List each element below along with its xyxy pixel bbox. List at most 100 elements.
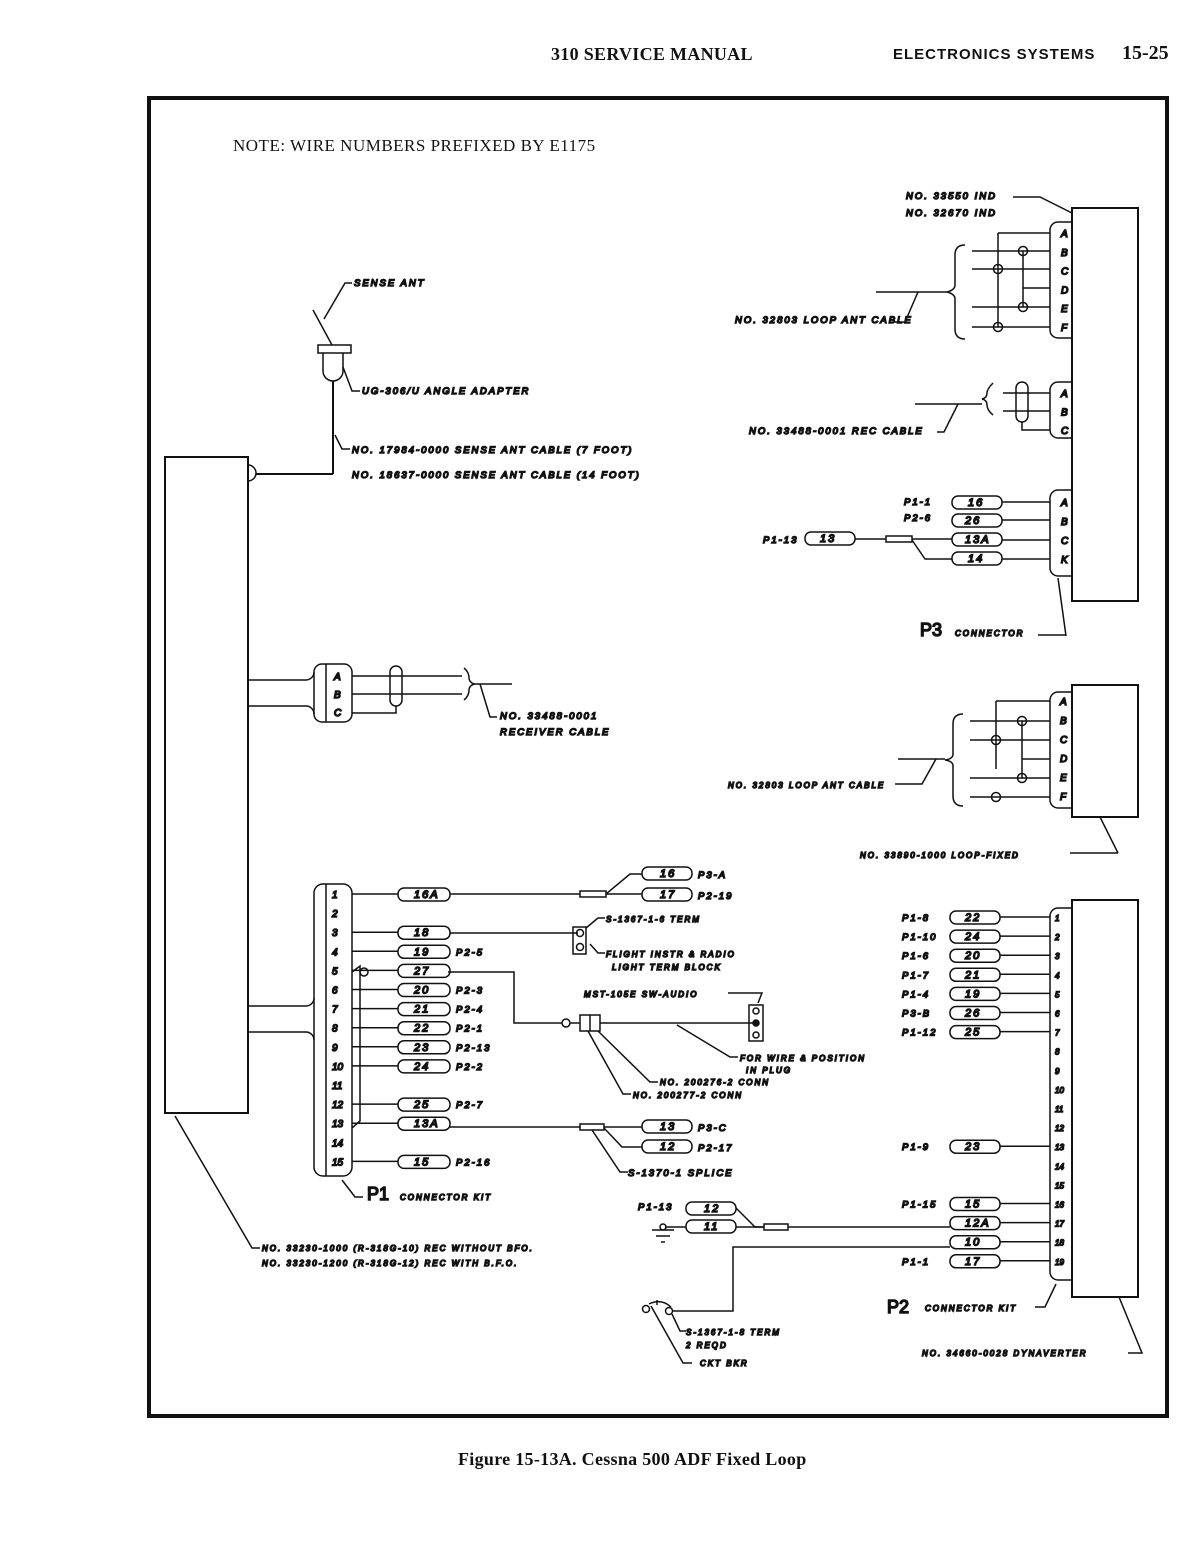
dynaverter-leader [1118, 1296, 1144, 1354]
p2-pin-8: 8 [1055, 1048, 1060, 1057]
p2-wire-from: P1-8 [902, 913, 930, 924]
p2-wire-from: P1-10 [902, 932, 937, 943]
p2-pin-2: 2 [1054, 933, 1060, 942]
p1-wire-dest: P2-16 [456, 1157, 491, 1168]
receiver-conn-pin-b: B [334, 690, 341, 701]
indicator-label-1: NO. 33550 IND [906, 191, 997, 202]
p1-pin-4: 4 [332, 947, 338, 958]
p3-wire-num-k: 14 [968, 553, 984, 565]
indicator-rec-pin-b: B [1061, 408, 1068, 419]
p1-wire-dest: P2-1 [456, 1024, 484, 1035]
p1-wire-tag [397, 1001, 451, 1017]
p1-wire-num: 16A [414, 889, 440, 901]
p2-pin-6: 6 [1055, 1010, 1060, 1019]
p2-pin-10: 10 [1055, 1086, 1064, 1095]
loop-fixed-pin-f: F [1060, 792, 1067, 803]
p2-wire-from: P1-4 [902, 989, 930, 1000]
p1-wire-dest: P2-3 [456, 986, 484, 997]
receiver-leader [174, 1115, 260, 1249]
p2-splice-wiring [641, 1201, 950, 1364]
p3-input-from: P1-13 [763, 535, 798, 546]
p3-pin-c: C [1061, 536, 1069, 547]
indicator-loop-cable-label: NO. 32803 LOOP ANT CABLE [735, 315, 913, 326]
splice-2 [450, 1119, 693, 1173]
p3-wire-num-b: 26 [964, 515, 981, 527]
p1-pin-6: 6 [332, 986, 338, 997]
splice1-out-dest-1: P2-19 [698, 891, 733, 902]
p2-wire-from: P3-B [902, 1009, 931, 1020]
p1-wire-num: 21 [413, 1004, 430, 1016]
p2-wire-from: P1-6 [902, 951, 930, 962]
p1-pin-11: 11 [332, 1081, 342, 1092]
figure-caption: Figure 15-13A. Cessna 500 ADF Fixed Loop [458, 1449, 807, 1469]
p1-wire-num: 13A [414, 1118, 440, 1130]
p2-wire-num: 20 [964, 950, 981, 962]
sense-cable-14ft-label: NO. 18637-0000 SENSE ANT CABLE (14 FOOT) [352, 470, 641, 481]
loop-fixed-pin-d: D [1060, 754, 1067, 765]
p1-pin-15: 15 [332, 1157, 344, 1168]
p2-pin-15: 15 [1055, 1181, 1064, 1190]
p3-pin-k: K [1061, 555, 1069, 566]
p1-wire-tag [397, 1059, 451, 1074]
p1-wire-dest: P2-4 [456, 1005, 484, 1016]
receiver-label-2: NO. 33230-1200 (R-318G-12) REC WITH B.F.… [262, 1259, 518, 1268]
loop-fixed-cable-label: NO. 32803 LOOP ANT CABLE [728, 781, 885, 790]
p3-sublabel: CONNECTOR [955, 629, 1024, 638]
p2-wire-num: 22 [964, 912, 981, 924]
wire-prefix-note: NOTE: WIRE NUMBERS PREFIXED BY E1175 [233, 136, 596, 155]
p2-wire-num: 17 [965, 1256, 981, 1268]
indicator-loop-pin-b: B [1061, 248, 1068, 259]
p1-wire-tag [397, 963, 451, 979]
p3-label: P3 [920, 620, 942, 640]
p2-wire-num: 21 [964, 969, 981, 981]
term-block-line2: LIGHT TERM BLOCK [612, 963, 722, 972]
p2-wire-num: 24 [964, 931, 981, 943]
sense-antenna [256, 282, 360, 475]
p1-connector [248, 883, 353, 1177]
indicator-loop-pin-c: C [1061, 267, 1069, 278]
splice1-out-dest-0: P3-A [698, 870, 727, 881]
indicator-loop-pin-d: D [1061, 285, 1068, 296]
dynaverter-unit [1071, 899, 1139, 1298]
term-8-label: S-1367-1-8 TERM [686, 1328, 781, 1337]
term-8-qty: 2 REQD [685, 1341, 728, 1350]
receiver-cable-label-2: RECEIVER CABLE [500, 727, 610, 738]
indicator-leader [1013, 196, 1073, 214]
loop-fixed-pin-e: E [1060, 773, 1067, 784]
receiver-conn-pin-a: A [333, 672, 341, 683]
p3-wire-num-a: 16 [968, 497, 984, 509]
p2-pin-7: 7 [1055, 1029, 1060, 1038]
splice-label: S-1370-1 SPLICE [628, 1168, 734, 1179]
angle-adapter-label: UG-306/U ANGLE ADAPTER [362, 386, 530, 397]
p2-wire-num: 19 [965, 988, 981, 1000]
p1-pin-14: 14 [332, 1138, 344, 1149]
p1-pin-2: 2 [331, 909, 338, 920]
p1-pin-13: 13 [332, 1119, 344, 1130]
dynaverter-label: NO. 34660-0028 DYNAVERTER [922, 1349, 1087, 1358]
conn1-label: NO. 200276-2 CONN [660, 1078, 770, 1087]
term-label: S-1367-1-6 TERM [606, 915, 701, 924]
diagram-frame [147, 96, 1169, 1418]
indicator-loop-pin-e: E [1061, 304, 1068, 315]
indicator-loop-pin-f: F [1061, 323, 1068, 334]
splice2-out-num-1: 12 [660, 1141, 676, 1153]
p2-pin-4: 4 [1055, 971, 1060, 980]
p1-wire-num: 20 [413, 985, 430, 997]
p2-pin-13: 13 [1055, 1143, 1064, 1152]
p1-jumper [351, 964, 361, 1129]
p1-wire-dest: P2-2 [456, 1062, 484, 1073]
p1-wire-num: 18 [414, 927, 430, 939]
p2-pin-17: 17 [1055, 1220, 1064, 1229]
splice2-out-dest-0: P3-C [698, 1123, 728, 1134]
p1-wire-tag [397, 1020, 451, 1036]
p2-pin-1: 1 [1055, 914, 1059, 923]
audio-switch-label: MST-105E SW-AUDIO [584, 990, 698, 999]
wire-position-line1: FOR WIRE & POSITION [740, 1054, 866, 1063]
indicator-rec-wiring [915, 381, 1050, 433]
section-title: ELECTRONICS SYSTEMS [893, 46, 1096, 63]
page-number: 15-25 [1122, 42, 1169, 64]
indicator-rec-cable-label: NO. 33488-0001 REC CABLE [749, 426, 924, 437]
p1-wire-tag [397, 1154, 451, 1170]
p1-wire-num: 19 [414, 946, 430, 958]
